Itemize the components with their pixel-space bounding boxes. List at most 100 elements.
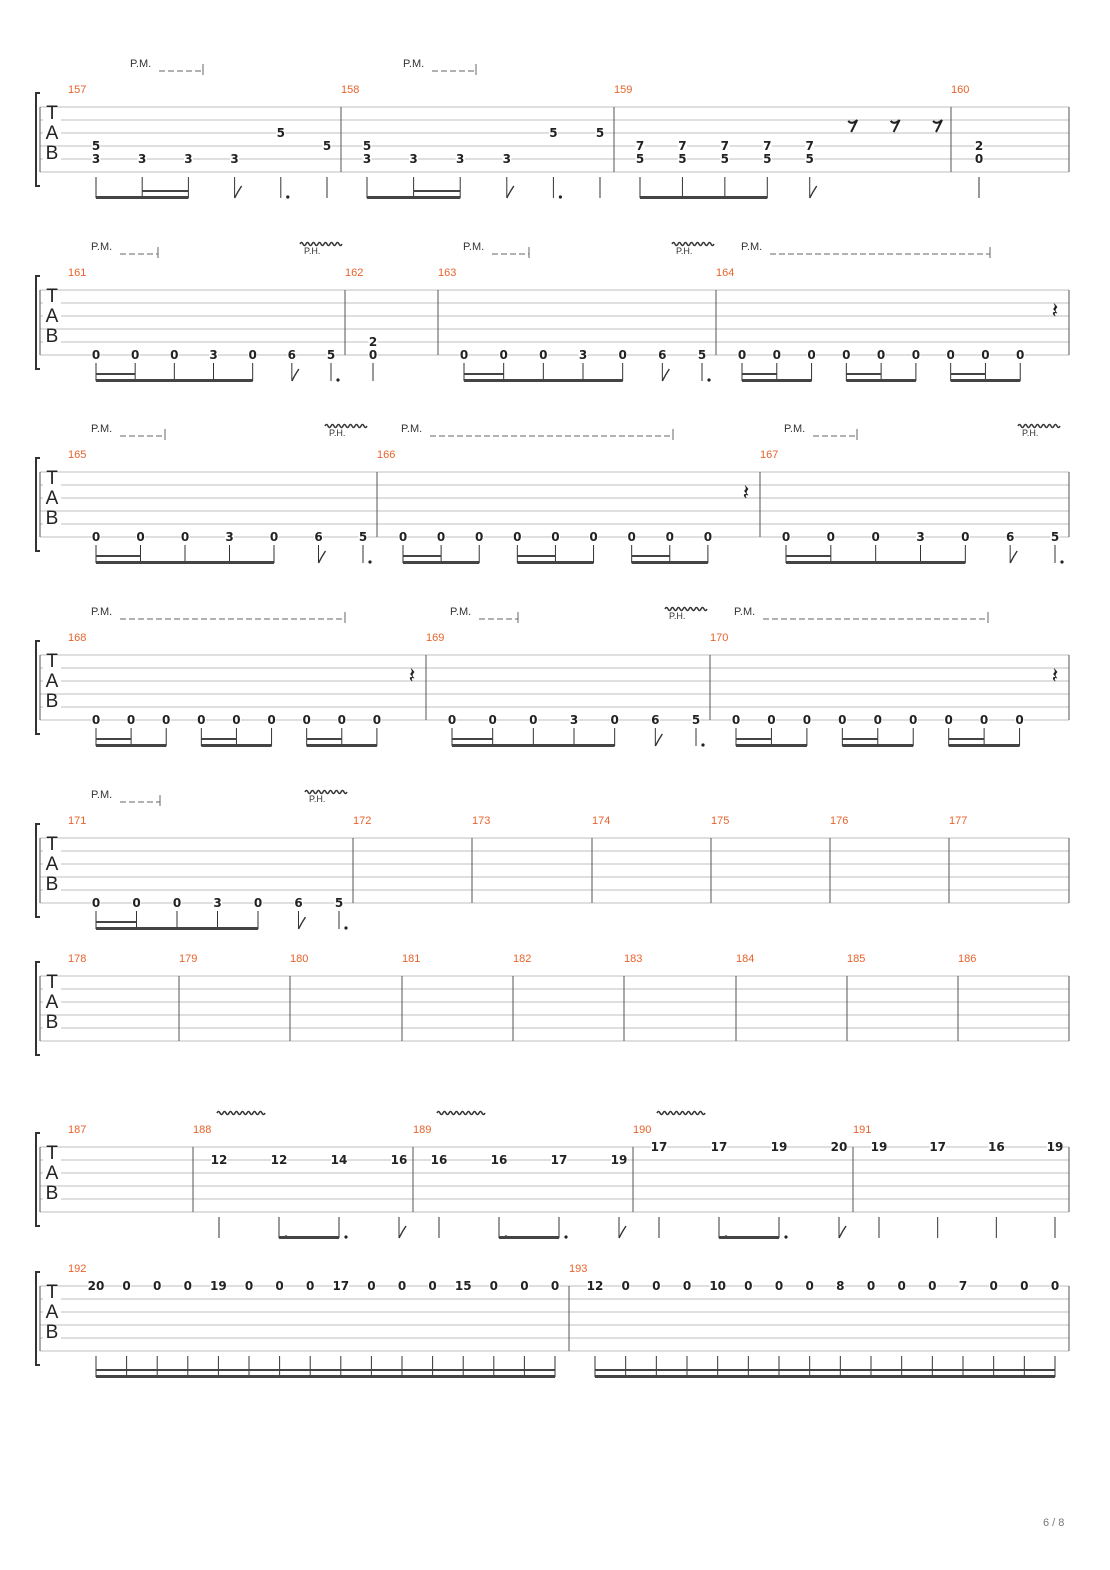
fret-number: 5 xyxy=(549,126,557,140)
fret-number: 0 xyxy=(803,713,811,727)
bar-number: 193 xyxy=(569,1263,587,1275)
fret-number: 5 xyxy=(363,139,371,153)
fret-number: 0 xyxy=(132,896,140,910)
beam-secondary xyxy=(413,190,461,192)
tab-clef-letter: T xyxy=(46,1282,58,1303)
fret-number: 3 xyxy=(184,152,192,166)
note-flag xyxy=(291,368,300,382)
tab-clef-letter: B xyxy=(46,1012,59,1033)
fret-number: 7 xyxy=(959,1279,967,1293)
beam xyxy=(279,1236,339,1239)
note-flag xyxy=(661,368,670,382)
beam-secondary xyxy=(524,1369,555,1371)
beam xyxy=(96,1375,555,1378)
fret-number: 0 xyxy=(842,348,850,362)
fret-number: 0 xyxy=(767,713,775,727)
fret-number: 0 xyxy=(184,1279,192,1293)
augmentation-dot xyxy=(336,378,340,382)
fret-number: 5 xyxy=(692,713,700,727)
beam-secondary xyxy=(201,738,237,740)
bar-number: 165 xyxy=(68,449,86,461)
fret-number: 0 xyxy=(490,1279,498,1293)
quarter-rest: 𝄽 xyxy=(409,664,416,689)
fret-number: 0 xyxy=(460,348,468,362)
beam xyxy=(96,744,167,747)
fret-number: 3 xyxy=(363,152,371,166)
fret-number: 0 xyxy=(912,348,920,362)
fret-number: 0 xyxy=(302,713,310,727)
fret-number: 0 xyxy=(373,713,381,727)
fret-number: 0 xyxy=(989,1279,997,1293)
beam xyxy=(452,744,615,747)
bar-number: 174 xyxy=(592,815,610,827)
fret-number: 0 xyxy=(944,713,952,727)
fret-number: 0 xyxy=(775,1279,783,1293)
bar-number: 164 xyxy=(716,267,734,279)
eighth-rest xyxy=(847,119,859,133)
beam xyxy=(517,561,594,564)
note-flag xyxy=(838,1225,847,1239)
fret-number: 7 xyxy=(636,139,644,153)
tab-clef-letter: B xyxy=(46,691,59,712)
tab-clef-letter: B xyxy=(46,1183,59,1204)
fret-number: 19 xyxy=(611,1153,628,1167)
fret-number: 19 xyxy=(771,1140,788,1154)
bar-number: 175 xyxy=(711,815,729,827)
beam-secondary xyxy=(249,1369,280,1371)
fret-number: 5 xyxy=(596,126,604,140)
vibrato-icon xyxy=(671,241,715,247)
system-bracket xyxy=(35,92,40,187)
fret-number: 0 xyxy=(551,1279,559,1293)
fret-number: 17 xyxy=(929,1140,946,1154)
fret-number: 0 xyxy=(589,530,597,544)
palm-mute-label: P.M. xyxy=(91,606,112,618)
bar-number: 188 xyxy=(193,1124,211,1136)
fret-number: 0 xyxy=(1051,1279,1059,1293)
note-flag xyxy=(809,185,818,199)
fret-number: 0 xyxy=(428,1279,436,1293)
fret-number: 0 xyxy=(877,348,885,362)
fret-number: 19 xyxy=(1047,1140,1064,1154)
fret-number: 0 xyxy=(704,530,712,544)
bar-number: 171 xyxy=(68,815,86,827)
beam-secondary xyxy=(950,373,986,375)
bar-number: 187 xyxy=(68,1124,86,1136)
fret-number: 3 xyxy=(916,530,924,544)
fret-number: 5 xyxy=(636,152,644,166)
beam-secondary xyxy=(96,1369,127,1371)
fret-number: 3 xyxy=(92,152,100,166)
fret-number: 0 xyxy=(610,713,618,727)
beam xyxy=(786,561,966,564)
augmentation-dot xyxy=(558,195,563,199)
fret-number: 0 xyxy=(520,1279,528,1293)
beam xyxy=(950,379,1021,382)
fret-number: 0 xyxy=(529,713,537,727)
fret-number: 6 xyxy=(294,896,302,910)
beam-secondary xyxy=(742,373,777,375)
beam-secondary xyxy=(463,1369,494,1371)
fret-number: 17 xyxy=(711,1140,728,1154)
bar-number: 185 xyxy=(847,953,865,965)
palm-mute-label: P.M. xyxy=(91,789,112,801)
bar-number: 184 xyxy=(736,953,754,965)
vibrato-icon xyxy=(436,1110,486,1116)
fret-number: 0 xyxy=(513,530,521,544)
fret-number: 0 xyxy=(909,713,917,727)
fret-number: 16 xyxy=(431,1153,448,1167)
palm-mute-label: P.M. xyxy=(741,241,762,253)
fret-number: 0 xyxy=(306,1279,314,1293)
fret-number: 5 xyxy=(806,152,814,166)
bar-number: 186 xyxy=(958,953,976,965)
fret-number: 0 xyxy=(131,348,139,362)
beam-secondary xyxy=(517,555,556,557)
bar-number: 162 xyxy=(345,267,363,279)
fret-number: 5 xyxy=(92,139,100,153)
beam-secondary xyxy=(96,921,137,923)
augmentation-dot xyxy=(701,743,705,747)
fret-number: 6 xyxy=(1006,530,1014,544)
fret-number: 19 xyxy=(210,1279,227,1293)
